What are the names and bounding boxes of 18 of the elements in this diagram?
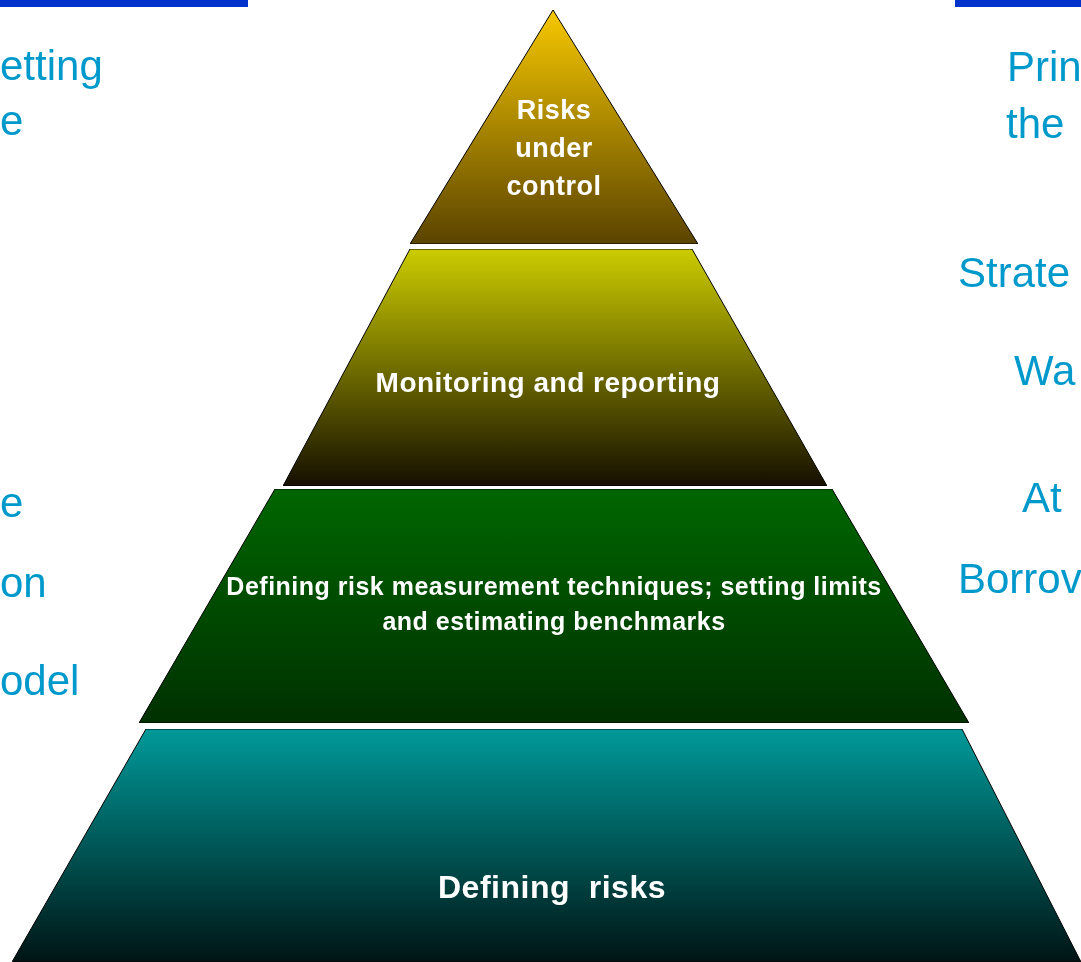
text-fragment: odel xyxy=(0,660,80,702)
text-fragment: e xyxy=(0,482,24,524)
layer-label: Monitoring and reporting xyxy=(374,366,722,400)
pyramid-base xyxy=(12,729,1081,962)
layer-label: Risks under control xyxy=(505,94,603,203)
layer-label: Defining risks xyxy=(437,868,667,907)
text-fragment: At xyxy=(1022,477,1062,519)
text-fragment: Prin xyxy=(1007,46,1081,88)
text-fragment: on xyxy=(0,562,47,604)
text-fragment: Strate xyxy=(958,252,1071,294)
pyramid-apex xyxy=(410,10,698,244)
text-fragment: Borrov xyxy=(958,558,1081,600)
layer-label: Defining risk measurement techniques; setting limits and estimating benchmarks xyxy=(225,571,883,637)
text-fragment: Wa xyxy=(1014,350,1076,392)
text-fragment: e xyxy=(0,100,24,142)
text-fragment: the xyxy=(1006,103,1065,145)
text-fragment: etting xyxy=(0,45,103,87)
pyramid-layer xyxy=(283,249,827,486)
